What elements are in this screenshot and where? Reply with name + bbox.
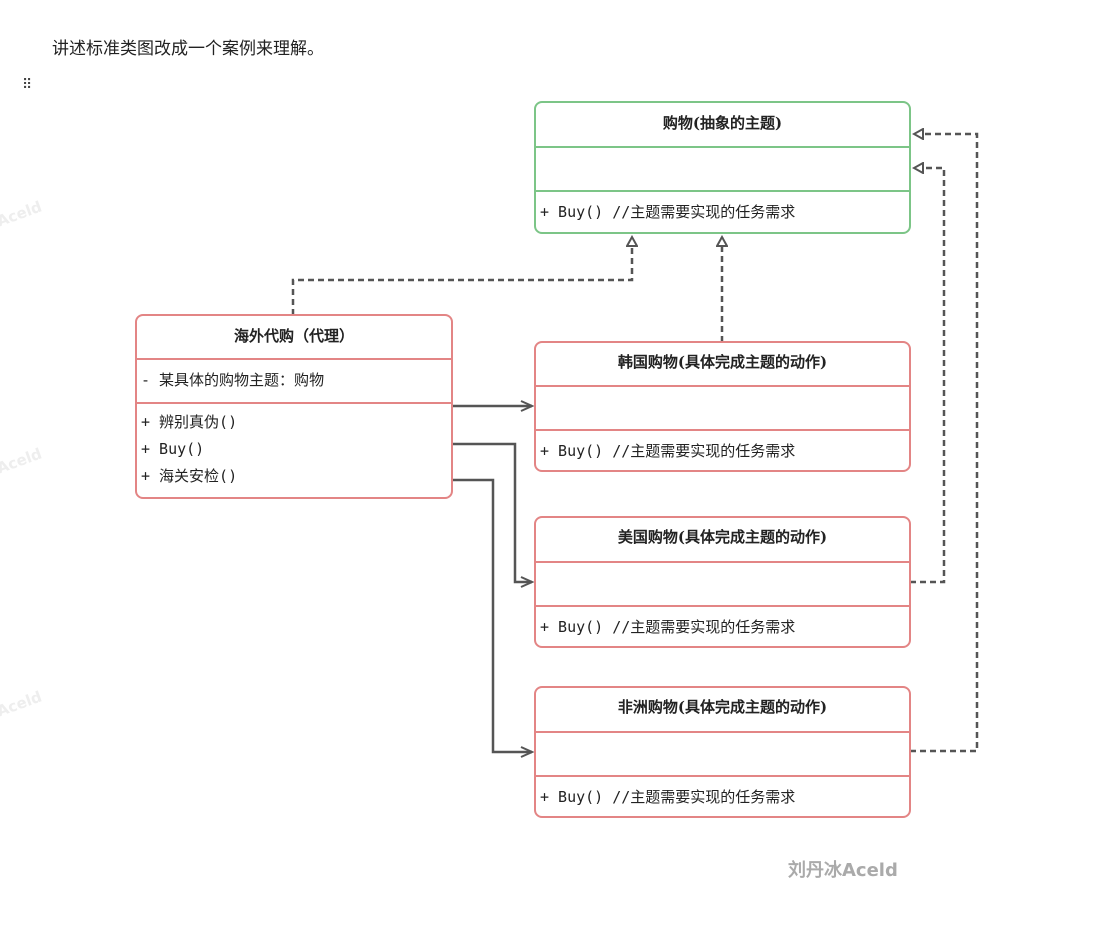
class-title: 美国购物(具体完成主题的动作) xyxy=(617,528,828,546)
class-method: + Buy() //主题需要实现的任务需求 xyxy=(536,429,909,470)
class-attribute: - 某具体的购物主题：购物 xyxy=(137,358,451,402)
korea-class[interactable]: 韩国购物(具体完成主题的动作) + Buy() //主题需要实现的任务需求 xyxy=(534,341,911,472)
proxy-realization xyxy=(291,237,632,315)
class-method: + Buy() //主题需要实现的任务需求 xyxy=(536,190,909,232)
class-title: 韩国购物(具体完成主题的动作) xyxy=(617,353,828,371)
intro-text: 讲述标准类图改成一个案例来理解。 xyxy=(52,39,324,59)
class-title: 购物(抽象的主题) xyxy=(662,114,783,132)
proxy-to-us xyxy=(452,442,532,582)
proxy-to-africa xyxy=(452,478,532,752)
class-method: + Buy() //主题需要实现的任务需求 xyxy=(536,605,909,646)
proxy-class[interactable]: 海外代购（代理） - 某具体的购物主题：购物 + 辨别真伪() + Buy() … xyxy=(135,314,453,499)
us-class[interactable]: 美国购物(具体完成主题的动作) + Buy() //主题需要实现的任务需求 xyxy=(534,516,911,648)
class-method: + Buy() //主题需要实现的任务需求 xyxy=(536,775,909,816)
africa-class[interactable]: 非洲购物(具体完成主题的动作) + Buy() //主题需要实现的任务需求 xyxy=(534,686,911,818)
africa-realization xyxy=(910,134,979,753)
class-method: + 辨别真伪() xyxy=(141,413,238,431)
signature: 刘丹冰Aceld xyxy=(788,860,898,881)
class-method: + Buy() xyxy=(141,440,205,458)
class-title: 海外代购（代理） xyxy=(233,327,354,345)
us-realization xyxy=(910,168,946,584)
class-method: + 海关安检() xyxy=(141,467,238,485)
drag-handle-icon[interactable]: ⠿ xyxy=(22,77,32,93)
subject-class[interactable]: 购物(抽象的主题) + Buy() //主题需要实现的任务需求 xyxy=(534,101,911,234)
class-title: 非洲购物(具体完成主题的动作) xyxy=(617,698,828,716)
